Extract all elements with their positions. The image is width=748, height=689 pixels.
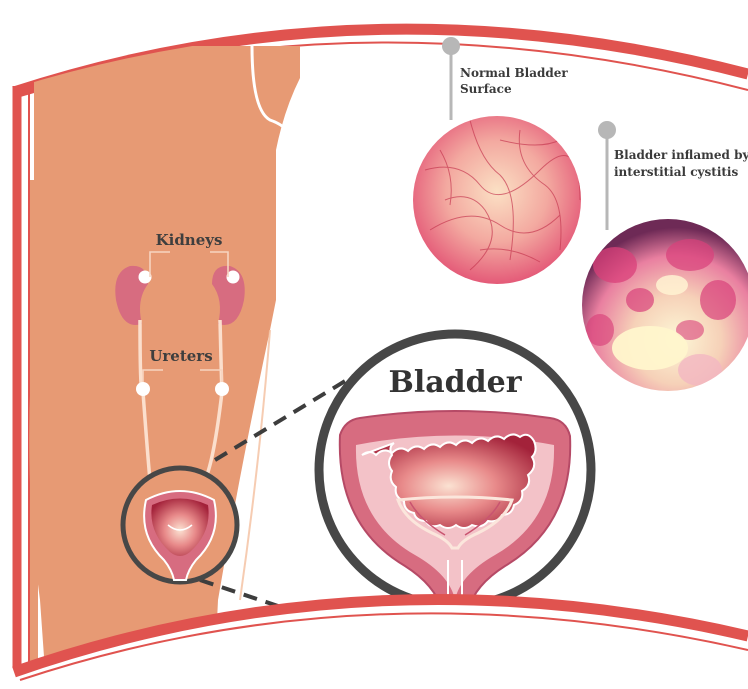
small-bladder-lens xyxy=(123,468,237,582)
kidneys-label: Kidneys xyxy=(156,231,223,249)
inflamed-label-line2: interstitial cystitis xyxy=(614,165,738,179)
bladder-title: Bladder xyxy=(388,365,522,400)
inflamed-bladder-image xyxy=(582,219,748,391)
normal-bladder-surface-image xyxy=(413,116,581,284)
normal-label-line2: Surface xyxy=(460,82,512,96)
left-ureter-marker xyxy=(136,382,150,396)
ureters-label: Ureters xyxy=(149,347,212,365)
normal-label-line1: Normal Bladder xyxy=(460,66,568,80)
body-silhouette xyxy=(29,46,304,685)
right-ureter-marker xyxy=(215,382,229,396)
inflamed-label-line1: Bladder inflamed by xyxy=(614,148,748,162)
